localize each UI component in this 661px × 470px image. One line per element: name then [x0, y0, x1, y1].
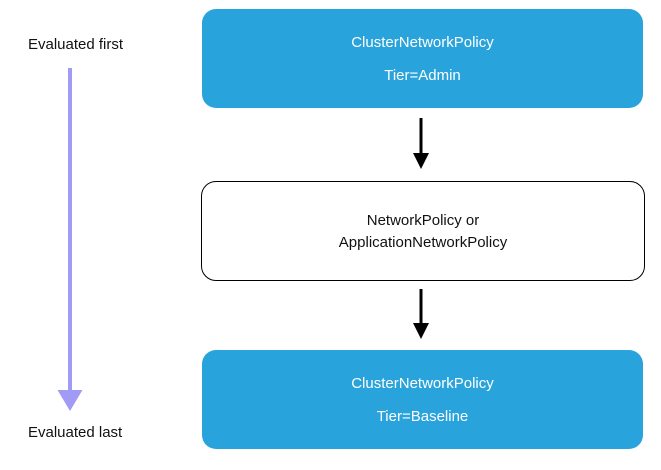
node-subtitle: ApplicationNetworkPolicy [338, 233, 508, 251]
node-subtitle: Tier=Baseline [376, 407, 469, 425]
node-title: ClusterNetworkPolicy [351, 374, 494, 392]
node-network-policy: NetworkPolicy or ApplicationNetworkPolic… [201, 181, 645, 281]
node-cluster-network-policy-baseline: ClusterNetworkPolicy Tier=Baseline [202, 350, 643, 449]
connector-arrow-bottom-icon [413, 289, 429, 339]
evaluation-order-arrow-icon [57, 68, 83, 411]
node-cluster-network-policy-admin: ClusterNetworkPolicy Tier=Admin [202, 9, 643, 108]
connector-arrow-top-icon [413, 118, 429, 169]
node-title: ClusterNetworkPolicy [351, 33, 494, 51]
evaluated-first-label: Evaluated first [28, 36, 124, 53]
node-subtitle: Tier=Admin [384, 66, 461, 84]
evaluated-last-label: Evaluated last [28, 424, 123, 441]
node-title: NetworkPolicy or [366, 211, 480, 229]
